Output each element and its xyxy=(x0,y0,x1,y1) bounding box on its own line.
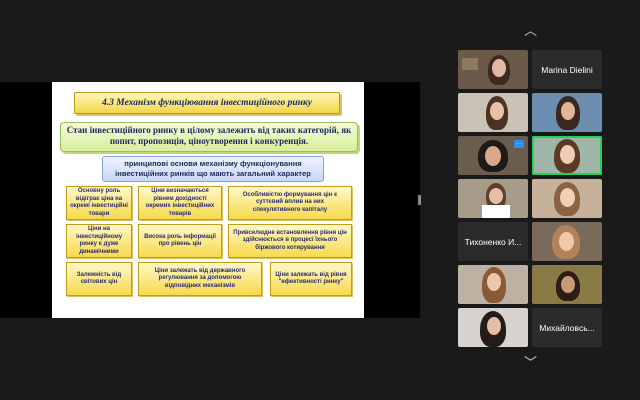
slide-cell-text: Ціни залежать від державного регулювання… xyxy=(154,267,246,289)
slide-cell: Привселюдне встановлення рівня цін здійс… xyxy=(228,224,352,258)
slide-cell: Ціни залежать від державного регулювання… xyxy=(138,262,262,296)
participant-video[interactable] xyxy=(458,265,528,304)
slide-lead-text: Стан інвестиційного ринку в цілому залеж… xyxy=(66,125,352,146)
participant-video[interactable] xyxy=(458,93,528,132)
slide-subtitle-text: принципові основи механізму функціонуван… xyxy=(115,159,311,178)
participant-video[interactable] xyxy=(458,179,528,218)
slide-cell-text: Ціни визначаються рівнем дохідності окре… xyxy=(145,188,215,217)
participant-video[interactable] xyxy=(532,179,602,218)
slide-lead: Стан інвестиційного ринку в цілому залеж… xyxy=(60,122,358,152)
slide-cell-text: Ціни на інвестиційному ринку є дуже дина… xyxy=(75,226,123,255)
slide-cell: Ціни на інвестиційному ринку є дуже дина… xyxy=(66,224,132,258)
slide-cell: Залежність від світових цін xyxy=(66,262,132,296)
slide-cell-text: Основну роль відіграє ціна на окремі інв… xyxy=(70,188,128,217)
participant-video[interactable] xyxy=(532,265,602,304)
slide-cell-text: Ціни залежать від рівня "ефективності ри… xyxy=(275,271,347,286)
slide-cell-text: Привселюдне встановлення рівня цін здійс… xyxy=(233,229,347,251)
slide-cell: Особливістю формування цін є суттєвий вп… xyxy=(228,186,352,220)
participant-name: Тихоненко И... xyxy=(464,236,522,247)
participant-video[interactable] xyxy=(458,50,528,89)
participant-video[interactable] xyxy=(532,222,602,261)
participant-tykhonenko[interactable]: Тихоненко И... xyxy=(458,222,528,261)
slide-cell: Ціни визначаються рівнем дохідності окре… xyxy=(138,186,222,220)
participant-mykhailovska[interactable]: Михайловсь... xyxy=(532,308,602,347)
scroll-down-icon[interactable]: ﹀ xyxy=(524,355,538,370)
slide-title-text: 4.3 Механізм функціювання інвестиційного… xyxy=(102,98,312,108)
participant-video[interactable] xyxy=(458,308,528,347)
slide-cell: Основну роль відіграє ціна на окремі інв… xyxy=(66,186,132,220)
scroll-up-icon[interactable]: ︿ xyxy=(524,23,538,38)
slide-cell-text: Залежність від світових цін xyxy=(76,271,122,286)
participant-video[interactable] xyxy=(532,93,602,132)
slide-cell-text: Висока роль інформації про рівень цін xyxy=(144,233,216,248)
participant-video-active[interactable] xyxy=(532,136,602,175)
participant-name: Михайловсь... xyxy=(539,322,595,333)
slide-cell: Ціни залежать від рівня "ефективності ри… xyxy=(270,262,352,296)
split-handle[interactable] xyxy=(418,195,421,205)
slide-cell: Висока роль інформації про рівень цін xyxy=(138,224,222,258)
slide-cell-text: Особливістю формування цін є суттєвий вп… xyxy=(242,191,338,213)
presentation-slide: 4.3 Механізм функціювання інвестиційного… xyxy=(52,82,364,318)
participant-name: Marina Dielini xyxy=(541,64,593,75)
participant-video[interactable]: ··· xyxy=(458,136,528,175)
chat-bubble-icon: ··· xyxy=(514,140,524,148)
participant-marina[interactable]: Marina Dielini xyxy=(532,50,602,89)
slide-title: 4.3 Механізм функціювання інвестиційного… xyxy=(74,92,340,114)
slide-subtitle: принципові основи механізму функціонуван… xyxy=(102,156,324,182)
